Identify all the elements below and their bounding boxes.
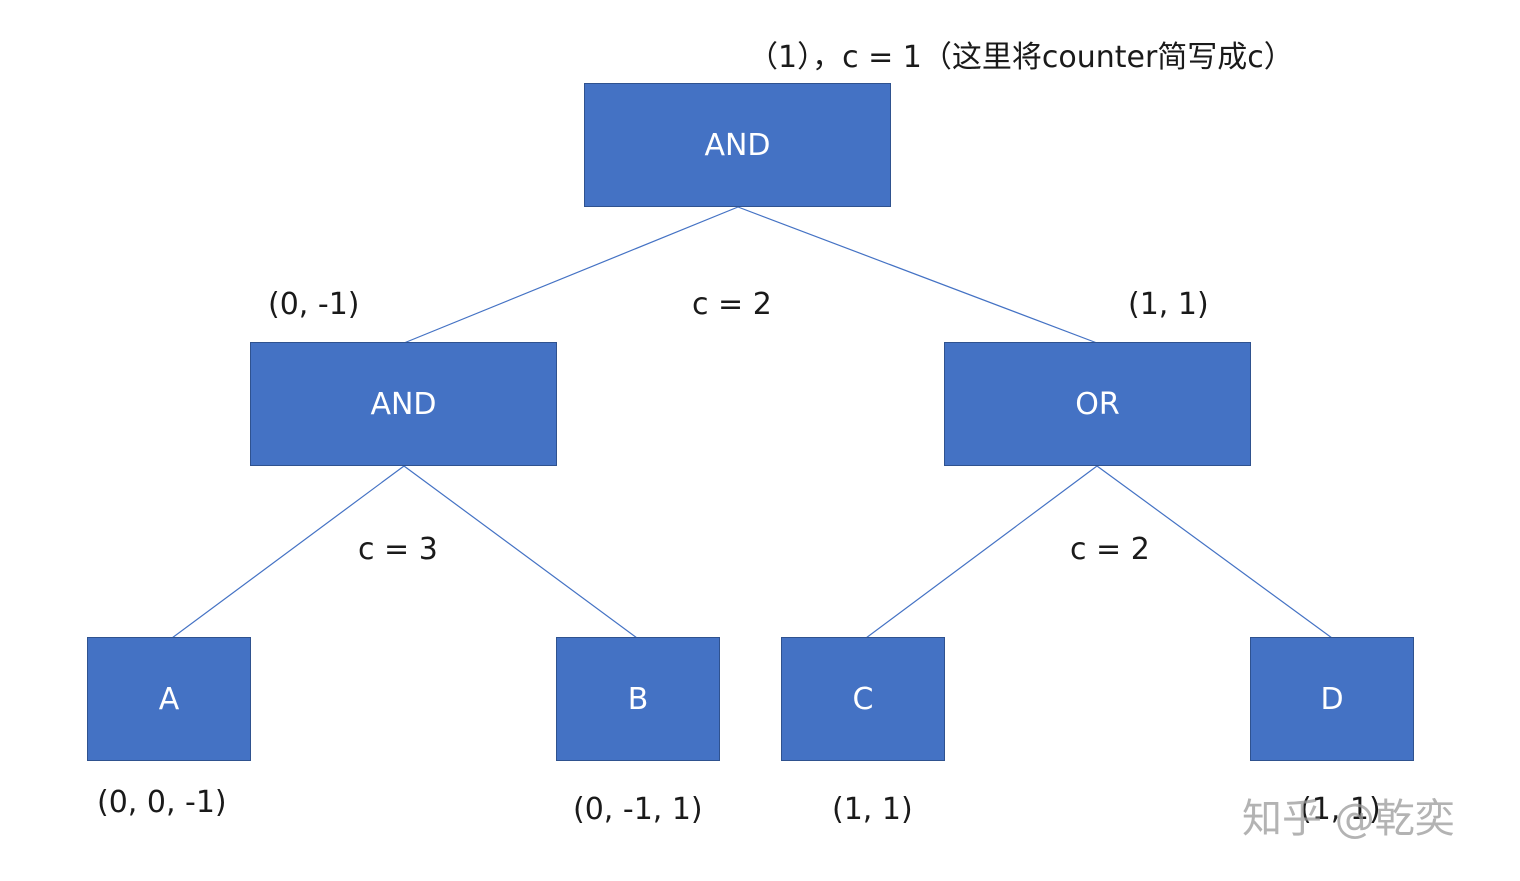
node-c: C: [781, 637, 945, 761]
watermark: 知乎 @乾奕: [1242, 796, 1455, 842]
node-right-or: OR: [944, 342, 1251, 466]
c-vector-label: (1, 1): [832, 792, 913, 827]
edge-right-d: [1096, 465, 1333, 639]
node-root-and: AND: [584, 83, 891, 207]
root-note-label: （1），c = 1（这里将counter简写成c）: [748, 40, 1294, 75]
node-d: D: [1250, 637, 1414, 761]
root-counter-label: c = 2: [692, 287, 772, 322]
b-vector-label: (0, -1, 1): [573, 792, 703, 827]
edge-root-right: [737, 206, 1098, 344]
edge-left-a: [171, 465, 405, 639]
edge-left-b: [403, 465, 638, 639]
d-vector-label: (1, 1): [1300, 792, 1381, 827]
node-b: B: [556, 637, 720, 761]
edge-root-left: [403, 206, 739, 344]
right-vector-label: (1, 1): [1128, 287, 1209, 322]
node-a: A: [87, 637, 251, 761]
right-counter-label: c = 2: [1070, 532, 1150, 567]
node-left-and: AND: [250, 342, 557, 466]
edge-right-c: [865, 465, 1098, 639]
left-counter-label: c = 3: [358, 532, 438, 567]
a-vector-label: (0, 0, -1): [97, 785, 227, 820]
left-vector-label: (0, -1): [268, 287, 360, 322]
